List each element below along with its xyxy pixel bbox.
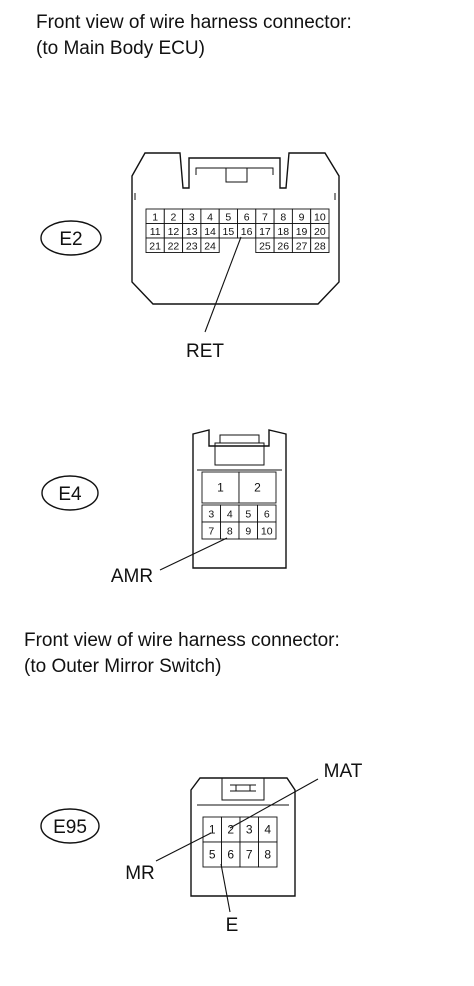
pin-number: 17 xyxy=(259,226,271,238)
callout-ret: RET xyxy=(186,341,224,362)
leader-line xyxy=(159,537,228,571)
connector-id-badge xyxy=(41,475,99,511)
pin-number: 1 xyxy=(152,211,158,223)
callout-mat: MAT xyxy=(324,761,363,782)
pin-number: 3 xyxy=(246,823,253,837)
pin-number: 5 xyxy=(209,848,216,862)
heading-line-1: Front view of wire harness connector: xyxy=(36,12,352,33)
callout-amr: AMR xyxy=(111,566,153,587)
pin-number: 27 xyxy=(296,240,308,252)
pin-number: 26 xyxy=(277,240,289,252)
connector-id-badge xyxy=(40,808,100,844)
pin-number: 25 xyxy=(259,240,271,252)
pin-cell xyxy=(310,237,330,253)
pin-cell xyxy=(257,521,277,540)
pin-number: 3 xyxy=(189,211,195,223)
connector-id-badge xyxy=(40,220,102,256)
pin-number: 8 xyxy=(264,848,271,862)
pin-number: 20 xyxy=(314,226,326,238)
pin-number: 21 xyxy=(149,240,161,252)
pin-number: 9 xyxy=(299,211,305,223)
leader-line xyxy=(204,236,242,333)
pin-number: 4 xyxy=(227,509,233,521)
connector-id-label: E2 xyxy=(59,229,82,250)
pin-number: 6 xyxy=(227,848,234,862)
pin-number: 10 xyxy=(314,211,326,223)
pin-number: 23 xyxy=(186,240,198,252)
pin-number: 15 xyxy=(223,226,235,238)
callout-e: E xyxy=(226,915,239,936)
connector-id-label: E95 xyxy=(53,817,87,838)
pin-number: 4 xyxy=(264,823,271,837)
pin-number: 5 xyxy=(225,211,231,223)
pin-cell xyxy=(258,841,278,868)
pin-number: 9 xyxy=(245,526,251,538)
pin-cell xyxy=(238,471,277,504)
pin-number: 4 xyxy=(207,211,213,223)
pin-number: 28 xyxy=(314,240,326,252)
pin-number: 14 xyxy=(204,226,216,238)
pin-number: 6 xyxy=(244,211,250,223)
pin-number: 18 xyxy=(277,226,289,238)
pin-number: 1 xyxy=(217,481,224,495)
leader-line xyxy=(229,778,319,829)
pin-number: 7 xyxy=(246,848,253,862)
heading-outer-mirror-switch: Front view of wire harness connector: (t… xyxy=(24,628,340,680)
pin-number: 7 xyxy=(262,211,268,223)
pin-cell xyxy=(200,237,220,253)
heading-line-1: Front view of wire harness connector: xyxy=(24,630,340,651)
pin-number: 10 xyxy=(261,526,273,538)
pin-number: 11 xyxy=(150,226,161,238)
connector-id-label: E4 xyxy=(58,484,82,505)
pin-number: 2 xyxy=(171,211,177,223)
pin-number: 19 xyxy=(296,226,308,238)
pin-number: 1 xyxy=(209,823,216,837)
heading-main-body-ecu: Front view of wire harness connector: (t… xyxy=(36,10,352,62)
heading-line-2: (to Main Body ECU) xyxy=(36,38,205,59)
pin-number: 16 xyxy=(241,226,253,238)
pin-number: 22 xyxy=(168,240,180,252)
pin-number: 24 xyxy=(204,240,216,252)
pin-number: 2 xyxy=(227,823,234,837)
pin-cell xyxy=(201,471,240,504)
leader-line xyxy=(155,832,212,862)
pin-number: 3 xyxy=(208,509,214,521)
callout-mr: MR xyxy=(125,863,155,884)
pin-number: 13 xyxy=(186,226,198,238)
pin-number: 5 xyxy=(245,509,251,521)
pin-number: 8 xyxy=(280,211,286,223)
leader-line xyxy=(220,863,231,913)
heading-line-2: (to Outer Mirror Switch) xyxy=(24,656,222,677)
pin-number: 12 xyxy=(168,226,180,238)
pin-number: 2 xyxy=(254,481,261,495)
pin-number: 7 xyxy=(208,526,214,538)
pin-number: 8 xyxy=(227,526,233,538)
pin-number: 6 xyxy=(264,509,270,521)
